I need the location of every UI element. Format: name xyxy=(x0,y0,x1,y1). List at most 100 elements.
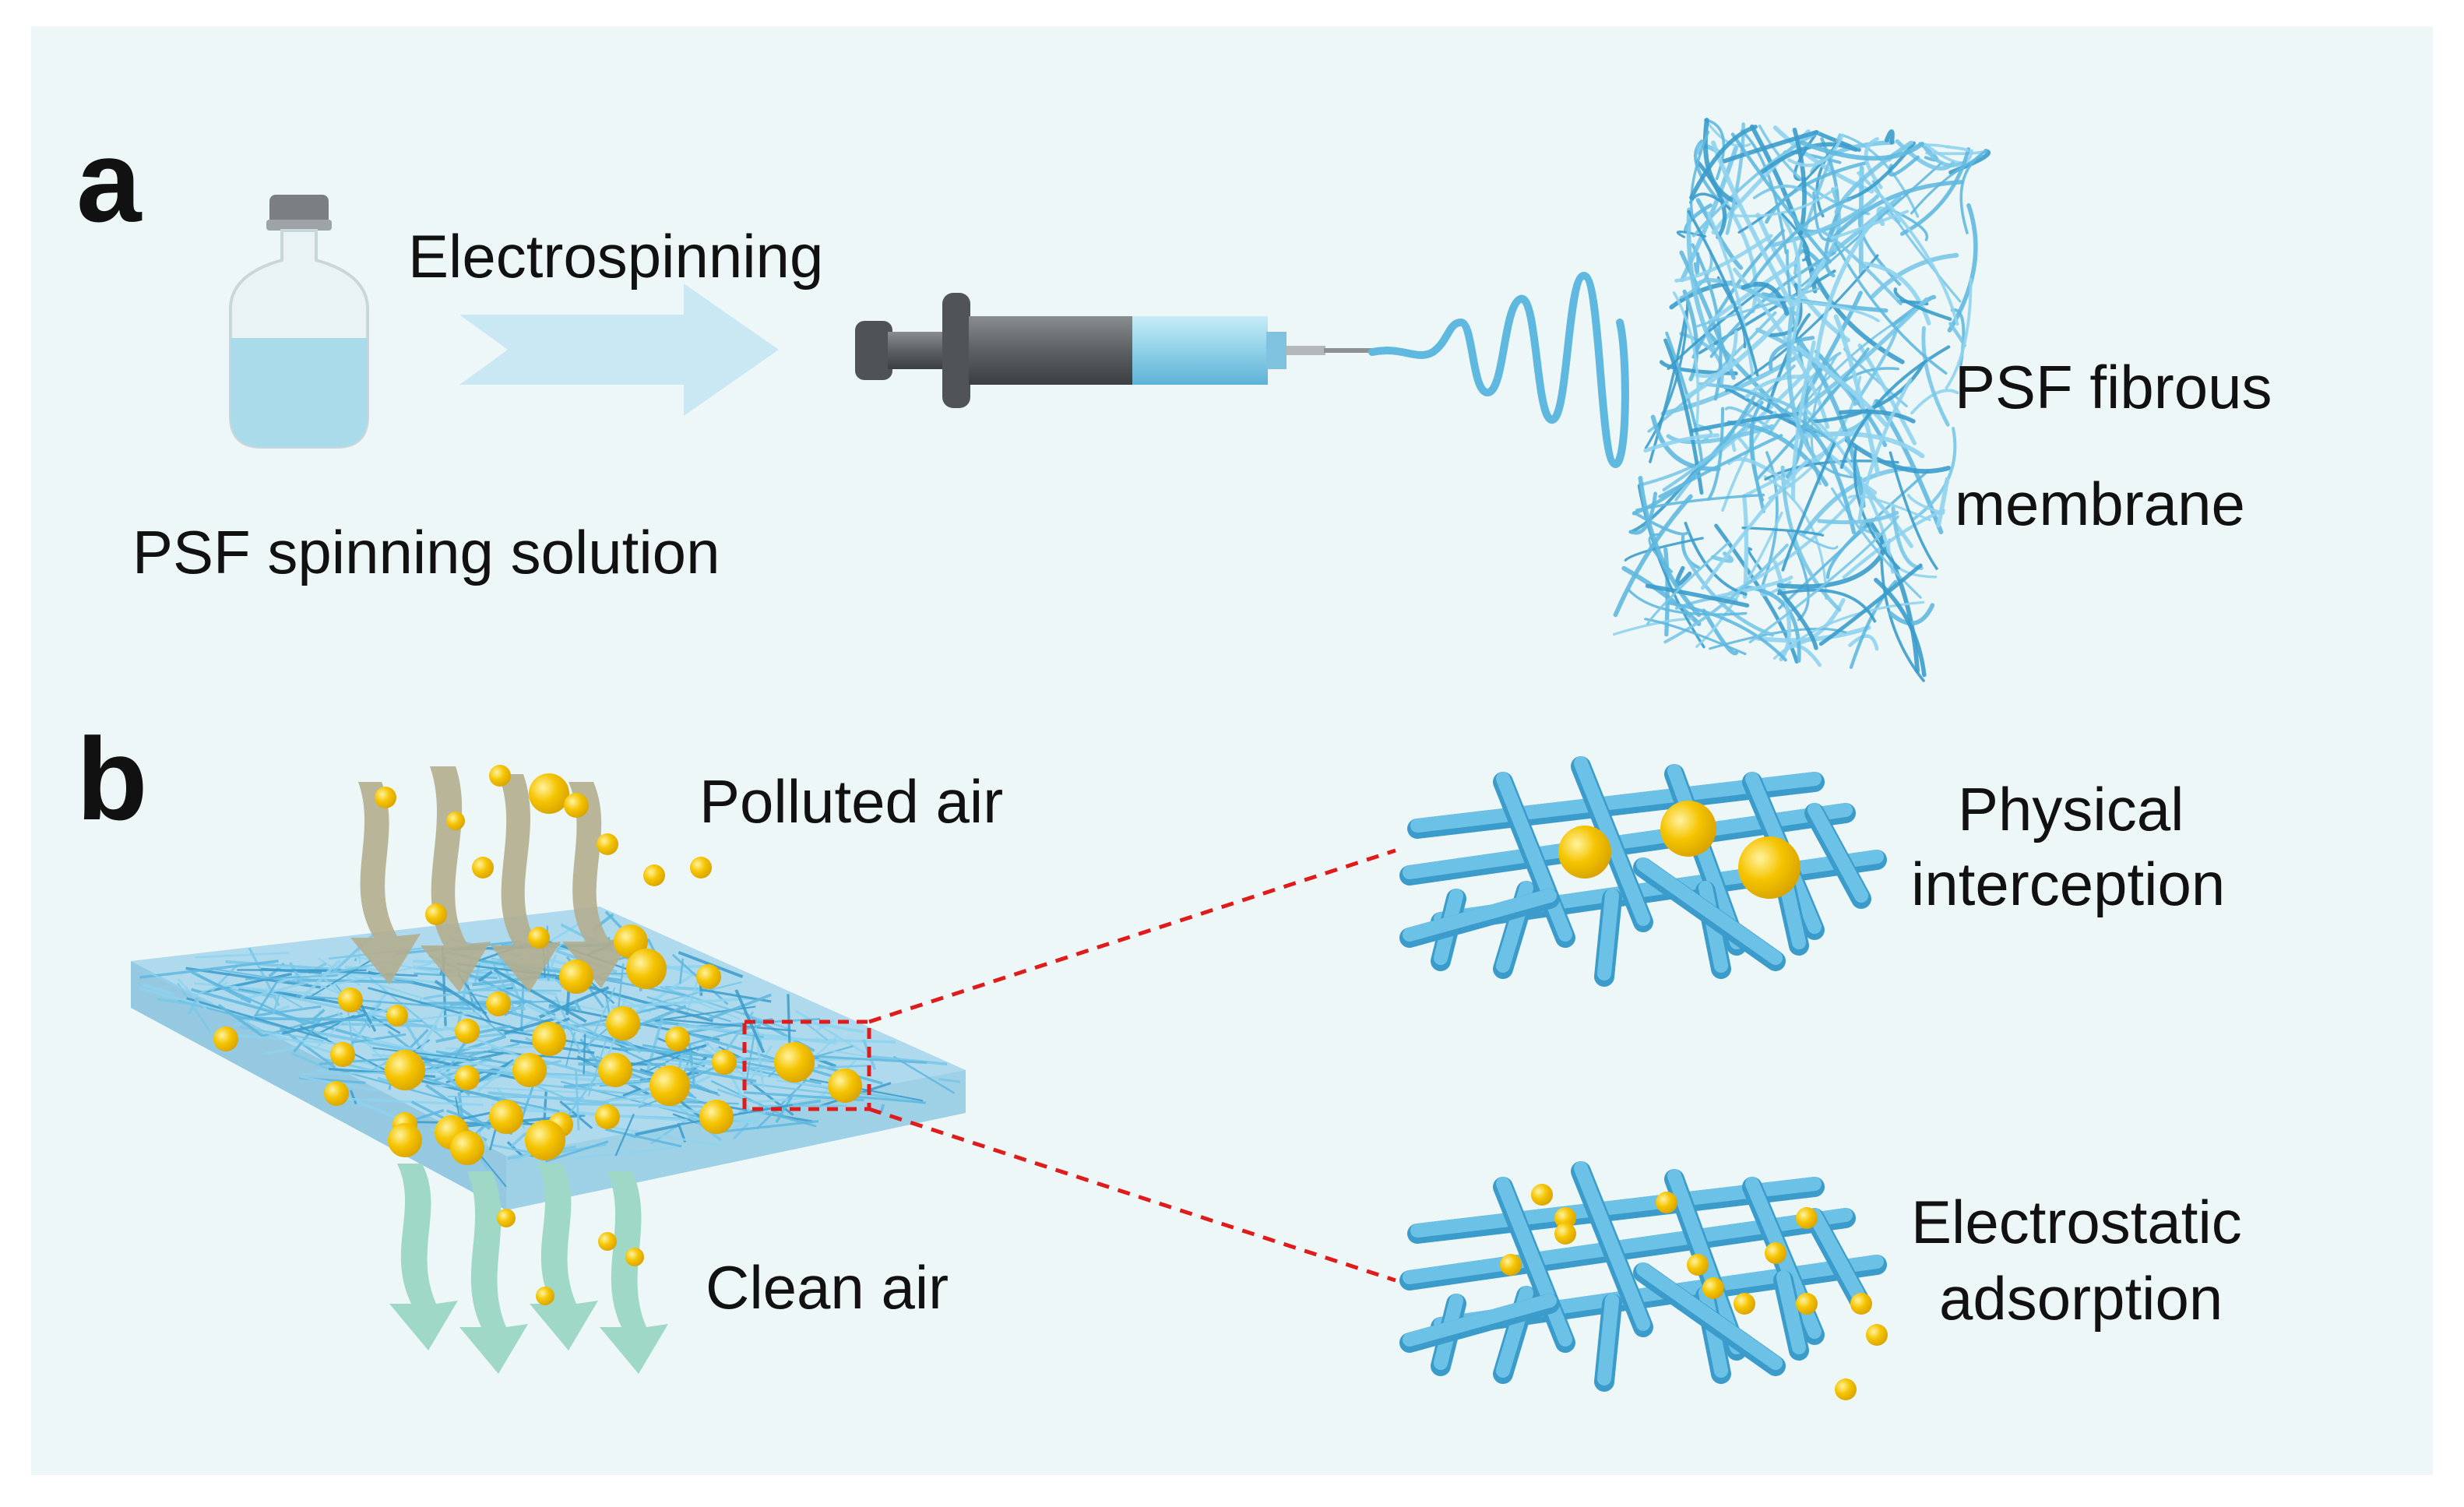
sheet-fiber xyxy=(733,1122,750,1140)
electrostatic-adsorption-line2: adsorption xyxy=(1939,1264,2223,1333)
pm-particle xyxy=(386,1005,408,1026)
membrane-fiber xyxy=(1695,511,1783,648)
membrane-fiber xyxy=(1752,185,1815,199)
pm-particle xyxy=(690,857,712,878)
sheet-fiber xyxy=(186,997,328,1040)
pm-particle xyxy=(595,1104,620,1129)
captured-particle xyxy=(1554,1223,1576,1245)
pm-particle xyxy=(665,1026,690,1051)
membrane-fiber xyxy=(1696,278,1799,316)
sheet-fiber xyxy=(717,1088,760,1105)
jet-spiral xyxy=(1368,271,1629,468)
sheet-fiber xyxy=(196,974,307,1026)
membrane-fiber xyxy=(1621,565,1702,627)
membrane-fiber xyxy=(1707,407,1725,501)
sheet-fiber xyxy=(421,1060,488,1075)
sheet-fiber xyxy=(678,1023,762,1048)
pm-particle xyxy=(712,1050,737,1075)
sheet-fiber xyxy=(296,995,472,1010)
membrane-fiber xyxy=(1779,212,1801,370)
pm-particle xyxy=(388,1123,422,1157)
membrane-fiber xyxy=(1644,618,1747,656)
membrane-fiber xyxy=(1689,125,1758,200)
sheet-fiber xyxy=(627,971,696,1019)
sheet-fiber xyxy=(583,1033,586,1076)
pm-particle xyxy=(774,1042,815,1083)
captured-particle xyxy=(1866,1324,1888,1346)
figure-artwork xyxy=(131,118,1991,1400)
sheet-fiber xyxy=(315,1018,347,1050)
membrane-fiber xyxy=(1765,161,1867,224)
sheet-fiber xyxy=(225,959,342,972)
membrane-fiber xyxy=(1834,140,1913,215)
pm-particle xyxy=(643,864,665,886)
sheet-fiber xyxy=(678,1106,722,1142)
sheet-fiber xyxy=(248,947,280,1007)
sheet-fiber xyxy=(775,1095,794,1123)
figure-canvas: a Electrospinning PSF spinning solution … xyxy=(31,26,2433,1475)
physical-interception-line1: Physical xyxy=(1958,775,2184,843)
membrane-fiber xyxy=(1810,139,1896,174)
membrane-fiber xyxy=(1645,583,1750,608)
sheet-fiber xyxy=(272,994,281,1015)
sheet-fiber xyxy=(573,1146,677,1160)
sheet-fiber xyxy=(138,987,237,1015)
membrane-fiber xyxy=(1777,589,1818,650)
sheet-fiber xyxy=(574,1000,583,1012)
membrane-fiber xyxy=(1632,395,1756,516)
electrostatic-adsorption-line1: Electrostatic xyxy=(1911,1188,2242,1256)
membrane-fiber xyxy=(1666,424,1775,445)
pm-particle xyxy=(598,1232,617,1251)
sheet-fiber xyxy=(292,962,380,981)
membrane-fiber xyxy=(1833,314,1881,476)
membrane-fiber xyxy=(1632,511,1690,536)
sheet-fiber xyxy=(199,973,293,995)
membrane-fiber xyxy=(1695,198,1744,270)
membrane-fiber xyxy=(1628,491,1658,535)
pm-particle xyxy=(385,1050,425,1090)
sheet-fiber xyxy=(469,995,473,999)
pm-particle xyxy=(598,1053,632,1087)
network-fiber xyxy=(1636,1262,1783,1370)
membrane-fiber xyxy=(1816,227,1903,306)
membrane-fiber xyxy=(1862,261,1931,326)
network-fiber xyxy=(1808,803,1868,903)
network-fiber xyxy=(1403,889,1557,942)
sheet-fiber xyxy=(469,1042,520,1057)
membrane-fiber xyxy=(1707,259,1800,325)
sheet-fiber xyxy=(195,952,290,959)
sheet-fiber xyxy=(139,959,279,979)
membrane-fiber xyxy=(1662,422,1751,492)
sheet-fiber xyxy=(623,1044,706,1069)
sheet-fiber xyxy=(686,1067,757,1083)
sheet-fiber xyxy=(493,968,587,1023)
sheet-fiber xyxy=(187,997,199,1015)
membrane-fiber xyxy=(1780,465,1842,612)
membrane-fiber xyxy=(1727,420,1829,487)
sheet-fiber xyxy=(233,985,351,1010)
sheet-fiber xyxy=(792,1054,928,1065)
sheet-fiber xyxy=(255,1005,322,1017)
spinning-solution-label: PSF spinning solution xyxy=(132,518,720,586)
sheet-fiber xyxy=(938,1078,961,1083)
membrane-fiber xyxy=(1818,563,1923,646)
sheet-fiber xyxy=(814,1019,835,1033)
membrane-fiber xyxy=(1795,530,1839,550)
pm-particle xyxy=(450,1131,484,1165)
sheet-fiber xyxy=(252,981,279,1020)
network-fiber xyxy=(1496,1177,1572,1347)
pm-particle xyxy=(532,1022,566,1056)
sheet-fiber xyxy=(146,970,213,1005)
sheet-fiber xyxy=(281,995,304,1009)
sheet-fiber xyxy=(871,1055,948,1066)
sheet-fiber xyxy=(622,1087,641,1097)
network-fiber xyxy=(1808,1208,1868,1308)
pm-particle xyxy=(324,1081,349,1106)
membrane-fiber xyxy=(1700,459,1809,590)
sheet-fiber xyxy=(434,980,488,1016)
sheet-fiber xyxy=(265,1045,299,1055)
sheet-fiber xyxy=(296,978,414,984)
sheet-fiber xyxy=(388,1083,392,1090)
pm-particle xyxy=(529,773,569,814)
pm-particle xyxy=(606,1006,640,1040)
